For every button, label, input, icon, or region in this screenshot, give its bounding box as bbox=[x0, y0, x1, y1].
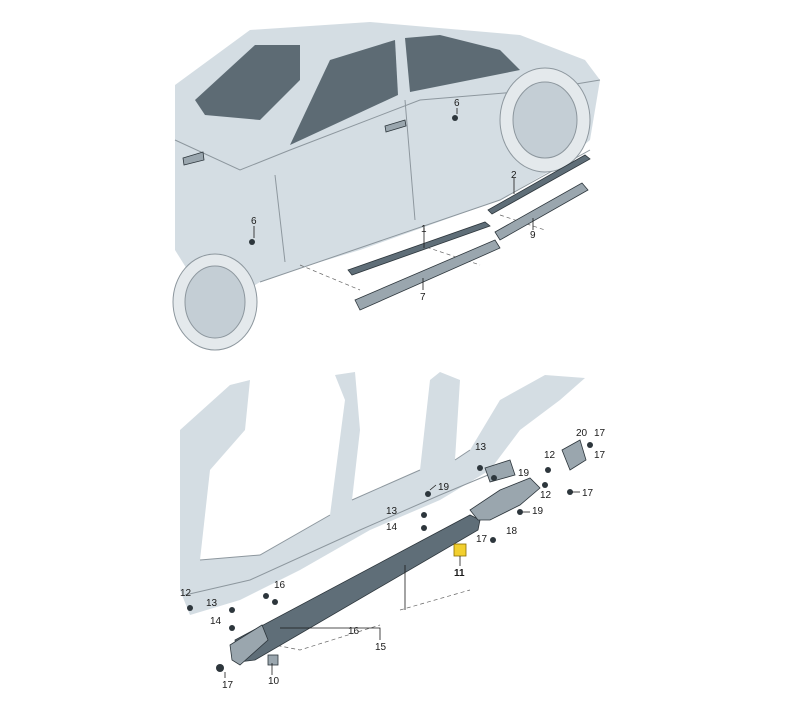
clip-6-rear bbox=[249, 239, 255, 245]
callout-6-rear: 6 bbox=[251, 216, 257, 227]
pad-10 bbox=[267, 654, 279, 666]
callout-17-right: 17 bbox=[582, 488, 594, 499]
callout-19-right: 19 bbox=[518, 468, 530, 479]
callout-19-mid: 19 bbox=[532, 506, 544, 517]
front-window bbox=[290, 40, 398, 145]
sill-end-cap-rear bbox=[229, 624, 269, 666]
pad-11-highlighted bbox=[453, 543, 467, 557]
callout-9: 9 bbox=[530, 230, 536, 241]
callout-13-mid: 13 bbox=[386, 506, 398, 517]
clip-6-front bbox=[452, 115, 458, 121]
rear-wheel bbox=[172, 253, 258, 351]
callout-13-top: 13 bbox=[475, 442, 487, 453]
callout-6-front: 6 bbox=[454, 98, 460, 109]
rear-window bbox=[195, 45, 300, 120]
callout-14-mid: 14 bbox=[386, 522, 398, 533]
body-structure-view bbox=[180, 372, 593, 678]
callout-2: 2 bbox=[511, 170, 517, 181]
callout-14-left: 14 bbox=[210, 616, 222, 627]
molding-9 bbox=[494, 182, 589, 241]
callout-10: 10 bbox=[268, 676, 280, 687]
bracket-20 bbox=[561, 439, 587, 471]
callout-17-bottom: 17 bbox=[222, 680, 234, 691]
callout-17-side: 17 bbox=[594, 450, 606, 461]
molding-7 bbox=[354, 239, 501, 311]
callout-11: 11 bbox=[454, 568, 465, 579]
front-sill-bracket bbox=[469, 477, 541, 521]
callout-16-mid: 16 bbox=[348, 626, 360, 637]
callout-12-left: 12 bbox=[180, 588, 192, 599]
callout-13-left: 13 bbox=[206, 598, 218, 609]
front-wheel bbox=[499, 67, 591, 173]
callout-17-top-right: 17 bbox=[594, 428, 606, 439]
callout-1: 1 bbox=[421, 224, 427, 235]
callout-15: 15 bbox=[375, 642, 387, 653]
rear-door-window bbox=[405, 35, 520, 92]
trim-strip-2 bbox=[487, 154, 591, 215]
car-side-view bbox=[172, 22, 601, 351]
callout-17-mid: 17 bbox=[476, 534, 488, 545]
callout-12-right: 12 bbox=[540, 490, 552, 501]
trim-strip-1 bbox=[347, 221, 491, 276]
callout-7: 7 bbox=[420, 292, 426, 303]
callout-19-left: 19 bbox=[438, 482, 450, 493]
callout-16-left: 16 bbox=[274, 580, 286, 591]
callout-12-top: 12 bbox=[544, 450, 556, 461]
callout-18: 18 bbox=[506, 526, 518, 537]
callout-20: 20 bbox=[576, 428, 588, 439]
